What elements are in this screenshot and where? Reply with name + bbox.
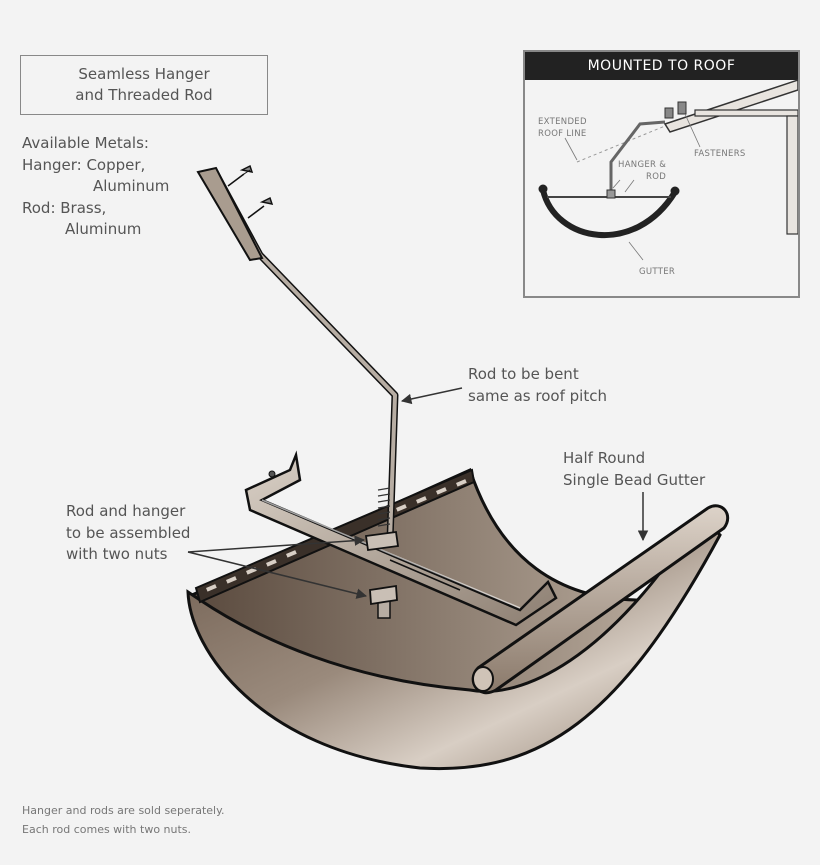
footnote-line-1: Hanger and rods are sold seperately.: [22, 804, 225, 817]
available-metals: Available Metals: Hanger: Copper, Alumin…: [22, 133, 169, 241]
assembly-line-1: Rod and hanger: [66, 502, 186, 520]
hanger-rod-1: HANGER &: [618, 160, 667, 170]
title-box: Seamless Hanger and Threaded Rod: [20, 55, 268, 115]
title-line-2: and Threaded Rod: [75, 86, 213, 104]
assembly-callout: Rod and hanger to be assembled with two …: [66, 501, 190, 566]
metals-hanger: Hanger: Copper,: [22, 155, 146, 174]
inset-hanger-label: HANGER & ROD: [618, 159, 666, 183]
hanger-rod-2: ROD: [646, 172, 667, 182]
inset-gutter-label: GUTTER: [639, 267, 676, 277]
metals-hanger-alt: Aluminum: [93, 177, 170, 195]
roof-line-1: EXTENDED: [538, 117, 587, 127]
rod-bent-line-1: Rod to be bent: [468, 365, 579, 383]
lip-perforations: [206, 479, 467, 592]
metals-heading: Available Metals:: [22, 134, 149, 152]
lower-nut: [369, 584, 398, 606]
inset-heading: MOUNTED TO ROOF: [525, 52, 798, 80]
inset-fasteners-label: FASTENERS: [694, 149, 746, 159]
footnote-line-2: Each rod comes with two nuts.: [22, 823, 192, 836]
roof-line-2: ROOF LINE: [538, 129, 587, 139]
gutter-callout: Half Round Single Bead Gutter: [563, 448, 705, 491]
assembly-arrow-lower: [187, 551, 368, 599]
gutter-shell: [186, 512, 722, 771]
hanger-strap: [244, 450, 558, 627]
assembly-arrow-upper: [187, 535, 366, 553]
assembly-line-3: with two nuts: [66, 545, 168, 563]
title-line-1: Seamless Hanger: [78, 65, 210, 83]
screw-lower: [247, 196, 274, 219]
assembly-line-2: to be assembled: [66, 523, 191, 542]
footnote: Hanger and rods are sold seperately. Eac…: [22, 801, 225, 839]
rod-bent-arrow: [400, 387, 463, 405]
rod-bent-callout: Rod to be bent same as roof pitch: [468, 364, 607, 407]
rod-flat-end: [196, 166, 264, 262]
rod-bent-line-2: same as roof pitch: [468, 386, 607, 405]
inset-drawing: [538, 79, 798, 261]
mounted-inset: MOUNTED TO ROOF EXTENDED ROOF LINE HANGE…: [523, 50, 800, 298]
upper-nut: [364, 530, 400, 552]
screw-upper: [227, 164, 254, 187]
metals-rod: Rod: Brass,: [22, 198, 107, 217]
gutter-line-1: Half Round: [563, 449, 646, 467]
inset-roof-line-label: EXTENDED ROOF LINE: [538, 116, 587, 140]
gutter-line-2: Single Bead Gutter: [563, 470, 706, 489]
metals-rod-alt: Aluminum: [65, 220, 142, 238]
